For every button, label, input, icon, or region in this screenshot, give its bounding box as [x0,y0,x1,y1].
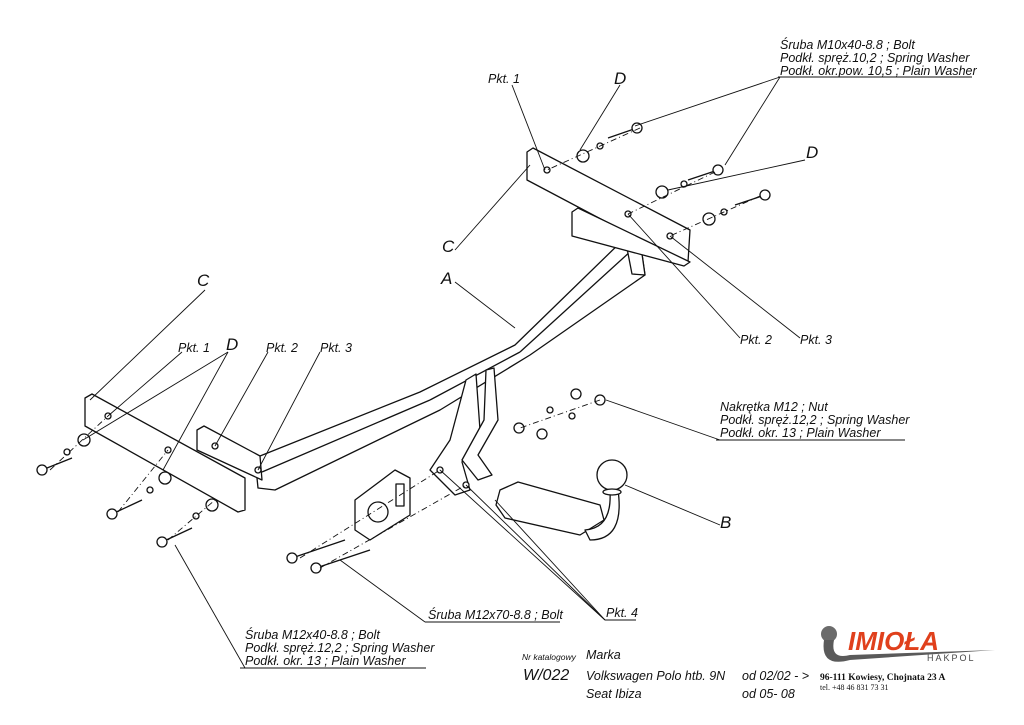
washer-icon [536,428,548,440]
mounting-plate-left [84,393,263,513]
bolt-head-icon [106,508,118,520]
washer-icon [546,406,554,414]
tow-ball-b [495,459,628,541]
washer-icon [158,471,172,485]
label-pkt1-right: Pkt. 1 [488,72,520,86]
washer-icon [570,388,582,400]
vehicle-1-from: od 02/02 - > [742,669,809,683]
label-nut-spring-washer: Podkł. spręż.12,2 ; Spring Washer [720,413,910,427]
label-pkt3-left: Pkt. 3 [320,341,352,355]
washer-icon [655,185,669,199]
label-pkt4: Pkt. 4 [606,606,638,620]
label-pkt2-right: Pkt. 2 [740,333,772,347]
bolt-head-icon [759,189,771,201]
washer-icon [63,448,71,456]
bolt-head-icon [310,562,322,574]
label-b: B [720,513,731,532]
label-c-left: C [197,271,210,290]
label-pkt1-left: Pkt. 1 [178,341,210,355]
logo-subtext: HAKPOL [927,653,976,663]
company-address: 96-111 Kowiesy, Chojnata 23 A [820,673,945,683]
logo-swoosh [823,640,995,662]
make-label: Marka [586,648,621,662]
vehicle-2-name: Seat Ibiza [586,687,642,701]
company-phone: tel. +48 46 831 73 31 [820,683,889,692]
label-m12x40-spring-washer: Podkł. spręż.12,2 ; Spring Washer [245,641,435,655]
logo-text: IMIOŁA [848,626,939,656]
label-a: A [440,269,452,288]
bolt-head-icon [286,552,298,564]
label-m12x40-plain-washer: Podkł. okr. 13 ; Plain Washer [245,654,406,668]
assembly-lines [49,127,761,569]
label-m12-nut: Nakrętka M12 ; Nut [720,400,828,414]
washer-icon [192,512,200,520]
label-nut-plain-washer: Podkł. okr. 13 ; Plain Washer [720,426,881,440]
part-labels: Śruba M10x40-8.8 ; Bolt Podkł. spręż.10,… [178,37,977,668]
logo-ball-icon [821,626,837,642]
washer-icon [568,412,576,420]
label-m10-bolt: Śruba M10x40-8.8 ; Bolt [780,37,915,52]
label-c-right: C [442,237,455,256]
label-d-left: D [226,335,238,354]
washer-icon [513,422,525,434]
leader-lines [82,76,972,669]
label-pkt2-left: Pkt. 2 [266,341,298,355]
label-m12x40-bolt: Śruba M12x40-8.8 ; Bolt [245,627,380,642]
bolt-shaft [291,539,346,559]
label-d-top: D [614,69,626,88]
washer-icon [680,180,688,188]
vehicle-1-name: Volkswagen Polo htb. 9N [586,669,726,683]
mounting-plate-right [526,147,691,267]
company-logo: IMIOŁA HAKPOL 96-111 Kowiesy, Chojnata 2… [820,626,995,692]
bolt-head-icon [631,122,643,134]
catalog-number: W/022 [523,667,569,684]
catalog-number-label: Nr katalogowy [522,652,577,662]
label-m10-spring-washer: Podkł. spręż.10,2 ; Spring Washer [780,51,970,65]
vehicle-2-from: od 05- 08 [742,687,795,701]
washer-icon [146,486,154,494]
bolt-head-icon [36,464,48,476]
label-m10-plain-washer: Podkł. okr.pow. 10,5 ; Plain Washer [780,64,977,78]
title-block: Nr katalogowy W/022 Marka Volkswagen Pol… [522,648,809,701]
socket-plate [354,469,411,541]
bolt-head-icon [156,536,168,548]
washer-icon [77,433,91,447]
washer-icon [205,498,219,512]
label-pkt3-right: Pkt. 3 [800,333,832,347]
ball-bracket [429,367,499,496]
fasteners [36,122,771,574]
label-d-right: D [806,143,818,162]
bolt-head-icon [712,164,724,176]
label-m12x70-bolt: Śruba M12x70-8.8 ; Bolt [428,607,563,622]
